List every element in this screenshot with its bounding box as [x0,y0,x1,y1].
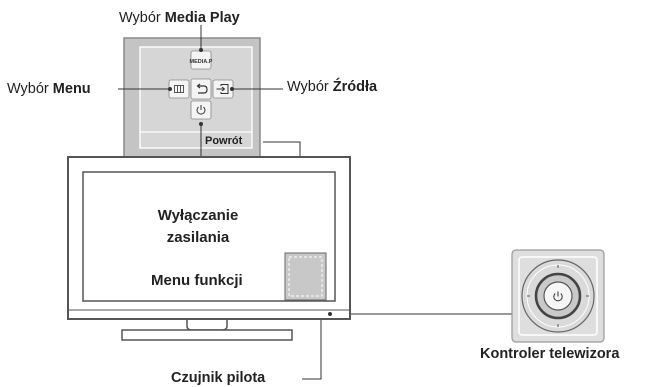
menu-callout: Wybór Menu [7,80,91,98]
function-menu-text: Menu funkcji [151,272,243,289]
source-callout: Wybór Źródła [287,78,377,96]
power-icon [196,105,206,115]
media-play-callout-strong: Media Play [164,10,240,26]
panel-dots [168,48,234,126]
return-label-text: Powrót [205,135,243,147]
menu-grid-icon [174,85,184,93]
return-button[interactable] [190,78,212,100]
tv-stand-neck [186,319,228,331]
function-menu-callout: Menu funkcji [151,272,243,290]
tv-controller-callout: Kontroler telewizora [480,345,619,363]
tv-controller-text: Kontroler telewizora [480,346,620,362]
panel-buttons: MEDIA.P [168,50,234,120]
return-icon [196,83,208,94]
power-off-line1: Wyłączanie [157,207,239,224]
media-play-button-text: MEDIA.P [190,59,213,65]
power-off-callout: Wyłączanie zasilania [146,205,250,249]
menu-callout-prefix: Wybór [7,81,49,97]
tv-controller [511,249,605,343]
tv-set [67,156,351,341]
power-icon [553,291,563,302]
return-label: Powrót [205,134,242,148]
function-menu-button[interactable] [288,256,323,297]
source-callout-prefix: Wybór [287,79,329,95]
sensor-leader [302,313,330,380]
controller-inner-frame [518,256,598,336]
power-off-line2: zasilania [166,229,230,246]
menu-callout-strong: Menu [52,81,91,97]
remote-sensor-callout: Czujnik pilota [171,369,265,387]
controller-ticks [527,265,589,327]
media-play-callout: Wybór Media Play [119,9,240,27]
function-menu-area [284,252,327,301]
source-callout-strong: Źródła [332,79,378,95]
remote-sensor-text: Czujnik pilota [171,370,266,386]
remote-sensor-dot [328,312,332,316]
media-play-callout-prefix: Wybór [119,10,161,26]
tv-stand-base [121,329,293,341]
source-input-icon [216,84,229,94]
